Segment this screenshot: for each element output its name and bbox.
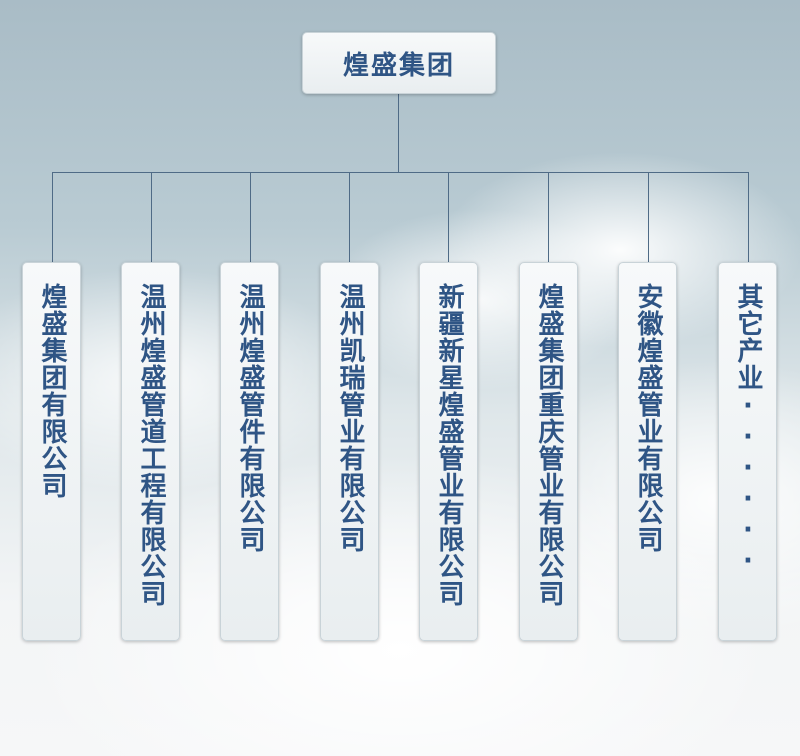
child-node: 安徽煌盛管业有限公司: [618, 262, 677, 641]
connector-7: [648, 172, 649, 262]
child-node: 其它产业······: [718, 262, 777, 641]
child-label: 煌盛集团重庆管业有限公司: [534, 283, 564, 607]
child-node: 温州煌盛管件有限公司: [220, 262, 279, 641]
child-label: 安徽煌盛管业有限公司: [633, 283, 663, 553]
connector-horizontal: [52, 172, 749, 173]
root-label: 煌盛集团: [342, 50, 455, 81]
child-label: 其它产业······: [733, 283, 763, 577]
connector-2: [151, 172, 152, 262]
connector-6: [548, 172, 549, 262]
child-label: 新疆新星煌盛管业有限公司: [434, 283, 464, 607]
connector-1: [52, 172, 53, 262]
child-label: 温州煌盛管件有限公司: [235, 283, 265, 553]
child-node: 新疆新星煌盛管业有限公司: [419, 262, 478, 641]
child-label: 温州煌盛管道工程有限公司: [136, 283, 166, 607]
root-node: 煌盛集团: [302, 32, 496, 94]
child-node: 煌盛集团重庆管业有限公司: [519, 262, 578, 641]
connector-root: [398, 93, 399, 172]
child-node: 温州煌盛管道工程有限公司: [121, 262, 180, 641]
child-label: 温州凯瑞管业有限公司: [335, 283, 365, 553]
connector-3: [250, 172, 251, 262]
connector-8: [748, 172, 749, 262]
child-node: 温州凯瑞管业有限公司: [320, 262, 379, 641]
child-node: 煌盛集团有限公司: [22, 262, 81, 641]
connector-5: [448, 172, 449, 262]
child-label: 煌盛集团有限公司: [37, 283, 67, 499]
connector-4: [349, 172, 350, 262]
